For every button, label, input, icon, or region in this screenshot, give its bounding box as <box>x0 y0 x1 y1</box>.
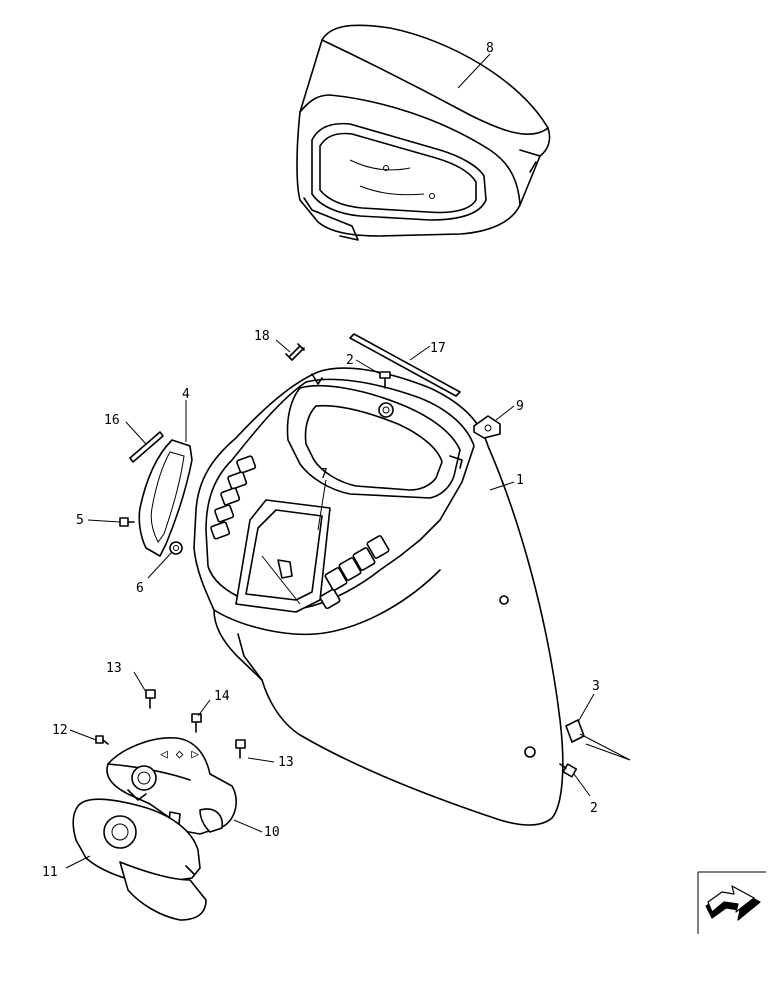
part-14-screw <box>191 713 202 733</box>
part-8-cluster-cover <box>296 24 551 241</box>
callout-13-b: 13 <box>278 755 294 770</box>
callout-11: 11 <box>42 865 58 880</box>
callout-10: 10 <box>264 825 280 840</box>
arrow-symbols: ◁ ◇ ▷ <box>160 747 199 762</box>
callout-8: 8 <box>486 41 494 56</box>
part-17-strip <box>349 333 461 397</box>
part-3-clip <box>565 719 585 743</box>
next-page-arrow-icon[interactable] <box>697 871 766 934</box>
left-switch-bank <box>210 455 257 540</box>
callout-16: 16 <box>104 413 120 428</box>
callout-5: 5 <box>76 513 84 528</box>
right-switch-bank <box>319 535 390 610</box>
callout-4: 4 <box>182 387 190 402</box>
part-5-screw <box>119 517 135 527</box>
part-11-lower-shroud <box>72 798 207 921</box>
part-12-screw <box>95 735 109 745</box>
callout-9: 9 <box>516 399 524 414</box>
callout-12: 12 <box>52 723 68 738</box>
part-13-screw-b <box>235 739 246 759</box>
part-2-screw-top <box>379 371 391 389</box>
callout-7: 7 <box>320 467 328 482</box>
callout-2-top: 2 <box>346 353 354 368</box>
part-9-clip <box>473 415 501 439</box>
part-6-washer <box>169 541 183 555</box>
callout-17: 17 <box>430 341 446 356</box>
part-18-pin <box>285 343 305 361</box>
callout-3: 3 <box>592 679 600 694</box>
part-16-pin <box>129 431 164 463</box>
callout-2-bottom: 2 <box>590 801 598 816</box>
part-13-screw-a <box>145 689 156 709</box>
callout-13-a: 13 <box>106 661 122 676</box>
part-1-dash-housing <box>193 367 564 826</box>
callout-18: 18 <box>254 329 270 344</box>
part-10-upper-shroud: ◁ ◇ ▷ <box>106 737 237 835</box>
callout-1: 1 <box>516 473 524 488</box>
callout-14: 14 <box>214 689 230 704</box>
callout-6: 6 <box>136 581 144 596</box>
part-2-screw-bottom <box>559 763 578 778</box>
